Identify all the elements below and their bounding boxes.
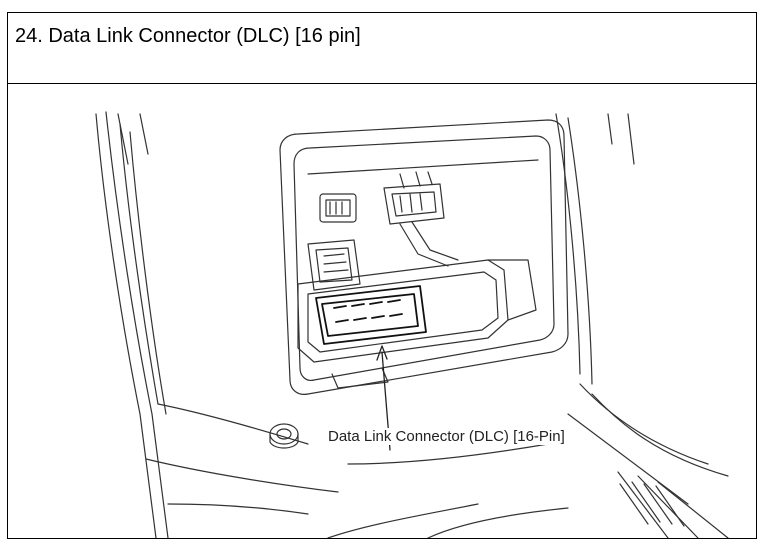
- panel-opening: [279, 119, 569, 395]
- dlc-callout-label: Data Link Connector (DLC) [16-Pin]: [328, 428, 565, 445]
- dlc-drawing: [95, 111, 729, 538]
- document-frame: 24. Data Link Connector (DLC) [16 pin]: [7, 12, 757, 539]
- dlc-location-illustration: Data Link Connector (DLC) [16-Pin]: [8, 84, 756, 538]
- upper-connectors: [319, 171, 459, 267]
- left-trim-panel: [95, 111, 339, 538]
- dlc-connector-face: [315, 285, 427, 345]
- right-trim-panel: [555, 113, 729, 538]
- floor-lines: [327, 443, 569, 538]
- mounting-bolt: [269, 423, 299, 449]
- page-title: 24. Data Link Connector (DLC) [16 pin]: [15, 25, 361, 47]
- side-connector: [307, 239, 361, 291]
- title-bar: 24. Data Link Connector (DLC) [16 pin]: [8, 13, 756, 84]
- dlc-housing: [297, 259, 537, 389]
